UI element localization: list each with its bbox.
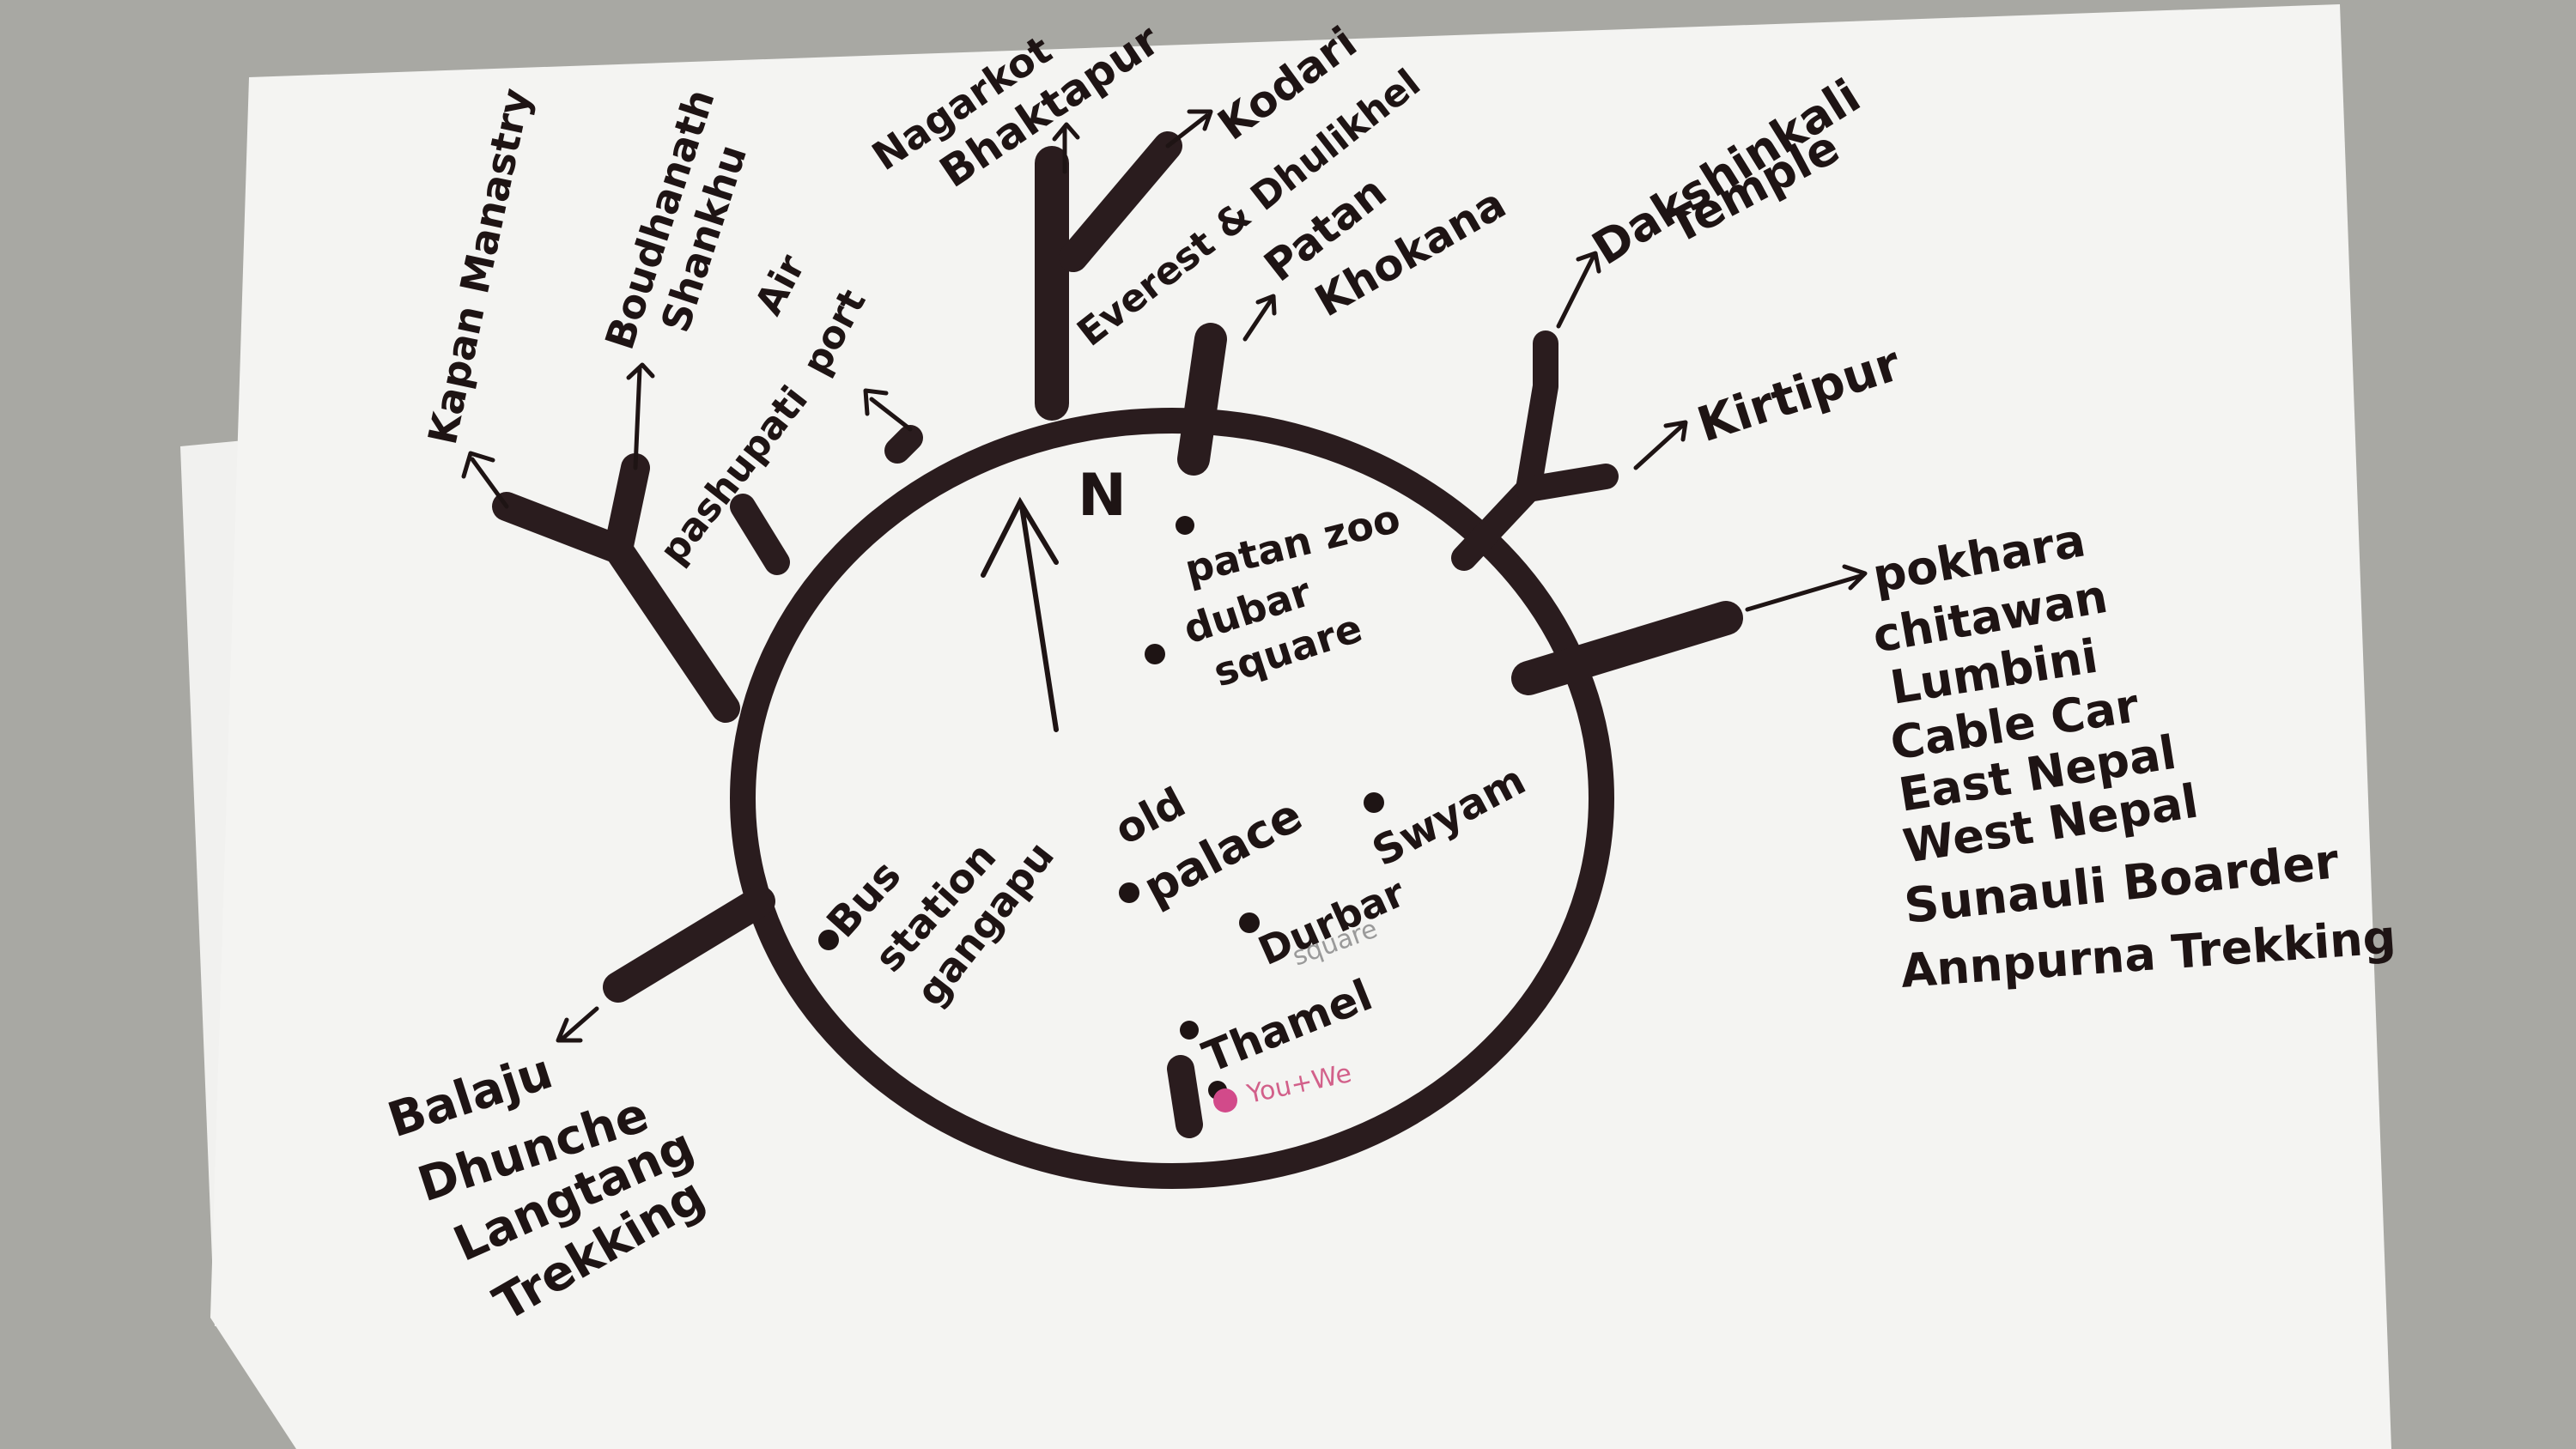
arrows <box>461 109 1868 1043</box>
ring-road <box>730 408 1614 1189</box>
road-branches <box>492 131 1743 1138</box>
north-arrow <box>981 496 1059 732</box>
place-dots <box>818 516 1384 1100</box>
you-are-here-dot <box>1213 1088 1237 1113</box>
whiteboard <box>210 4 2391 1449</box>
north-label: N <box>1078 462 1127 530</box>
